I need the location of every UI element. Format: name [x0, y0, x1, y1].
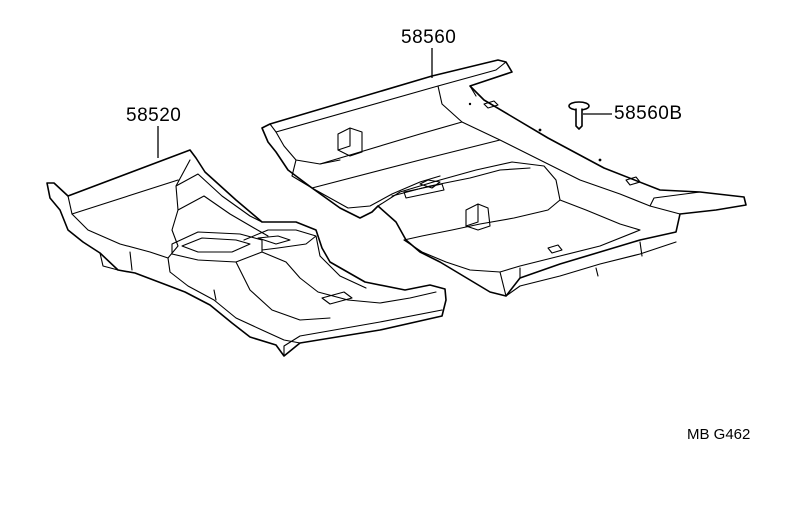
- figure-code: MB G462: [687, 426, 751, 443]
- callout-58560: 58560: [401, 27, 457, 48]
- callout-58560B: 58560B: [614, 103, 683, 124]
- rear-floor-carpet-58560: [261, 59, 747, 297]
- callout-58520: 58520: [126, 105, 182, 126]
- front-floor-carpet-58520: [46, 149, 447, 357]
- clip-58560B: [568, 101, 590, 130]
